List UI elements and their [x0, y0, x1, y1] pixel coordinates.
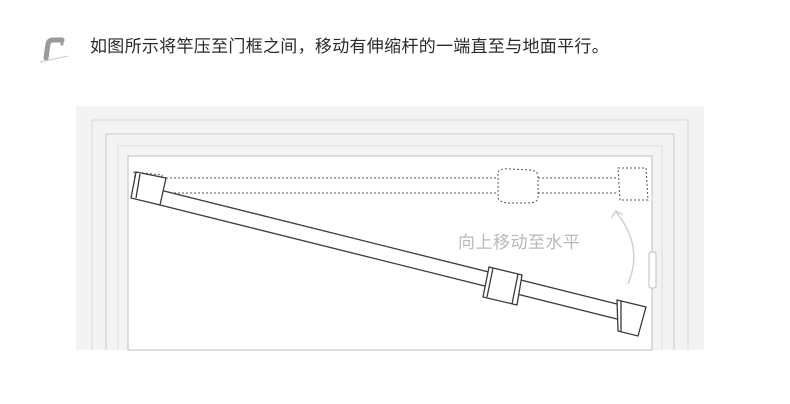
curved-up-arrow-icon	[610, 210, 635, 285]
hint-label: 向上移动至水平	[458, 233, 581, 253]
telescopic-rod	[130, 171, 647, 337]
logo-mark-icon	[39, 37, 69, 63]
door-latch	[648, 251, 657, 289]
instruction-text: 如图所示将竿压至门框之间，移动有伸缩杆的一端直至与地面平行。	[90, 37, 609, 57]
